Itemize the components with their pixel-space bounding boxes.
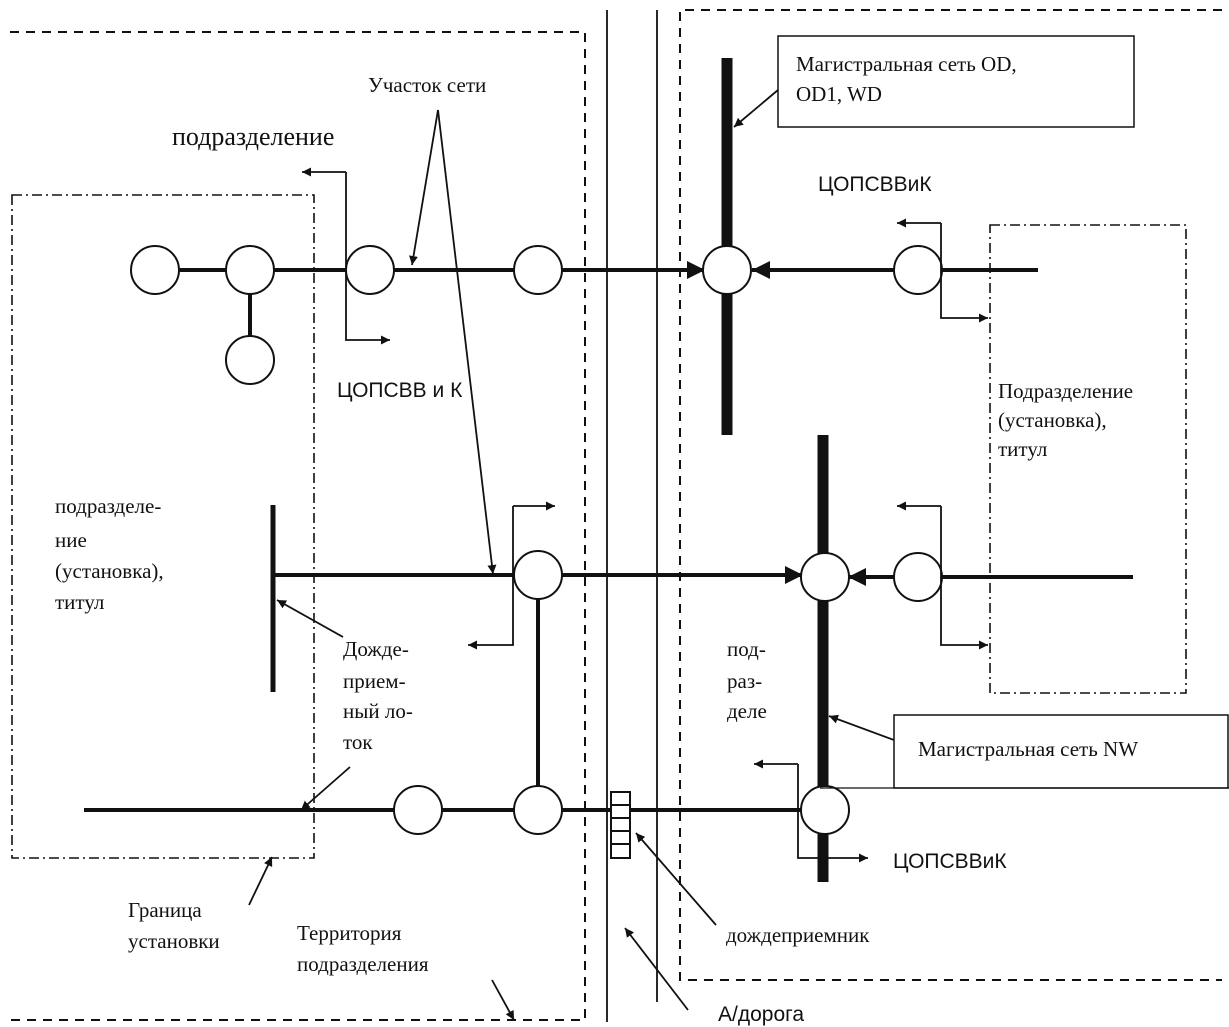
well-node <box>345 245 395 295</box>
pointer-arrow <box>828 714 895 741</box>
pointer-arrow <box>409 109 439 266</box>
label-subdivision-short-2: раз- <box>727 669 762 693</box>
rain-inlet <box>610 791 631 859</box>
label-rain-tray-3: ный ло- <box>343 699 413 723</box>
label-rain-inlet: дождеприемник <box>726 923 870 947</box>
label-road: А/дорога <box>718 1003 804 1026</box>
label-subdivision-right-1: Подразделение <box>998 379 1133 403</box>
pointer-arrow <box>300 766 351 811</box>
well-node <box>702 245 752 295</box>
territory-boundary-left <box>10 31 586 1021</box>
label-main-nw: Магистральная сеть NW <box>918 737 1138 761</box>
label-main-od-line2: OD1, WD <box>796 82 882 106</box>
boundary-mark-1 <box>302 167 390 345</box>
label-installation-boundary-1: Граница <box>128 898 202 922</box>
well-node <box>393 785 443 835</box>
well-node <box>893 245 943 295</box>
well-node <box>225 245 275 295</box>
label-network-section: Участок сети <box>368 73 486 97</box>
pointer-arrow <box>437 109 497 575</box>
boundary-mark-3 <box>468 501 555 650</box>
label-installation-boundary-2: установки <box>128 929 220 953</box>
label-subdivision-left-4: титул <box>55 590 104 614</box>
label-subdivision-top: подразделение <box>172 122 334 151</box>
label-rain-tray-1: Дожде- <box>343 637 409 661</box>
pointer-arrow <box>491 979 515 1021</box>
territory-boundary-right <box>679 9 1222 981</box>
main-network-od-box <box>777 35 1135 128</box>
well-node <box>130 245 180 295</box>
boundary-mark-5 <box>754 759 868 863</box>
pointer-arrow <box>276 599 344 638</box>
well-node <box>513 785 563 835</box>
label-subdivision-right-2: (установка), <box>998 408 1107 432</box>
installation-boundary-left <box>11 194 315 859</box>
label-subdivision-left-3: (установка), <box>55 559 164 583</box>
well-node <box>225 335 275 385</box>
well-node <box>513 550 563 600</box>
label-subdivision-short-1: под- <box>727 637 766 661</box>
pointer-arrow <box>248 856 273 906</box>
pointer-arrow <box>624 927 689 1011</box>
label-subdivision-right-3: титул <box>998 437 1047 461</box>
label-tsopsvv-i-k: ЦОПСВВ и К <box>337 379 463 402</box>
label-subdivision-short-3: деле <box>727 699 767 723</box>
boundary-mark-2 <box>897 218 988 323</box>
boundary-mark-4 <box>897 501 988 650</box>
label-tsopsvvik-bottom: ЦОПСВВиК <box>893 850 1007 873</box>
pointer-arrow <box>733 89 779 128</box>
label-subdivision-left-2: ние <box>55 528 87 552</box>
well-node <box>800 785 850 835</box>
well-node <box>800 552 850 602</box>
label-rain-tray-4: ток <box>343 730 373 754</box>
label-subdivision-left-1: подразделе- <box>55 494 161 518</box>
pointer-arrow <box>635 832 717 926</box>
label-territory-1: Территория <box>297 921 402 945</box>
well-node <box>893 552 943 602</box>
installation-boundary-right <box>989 224 1187 694</box>
label-main-od-line1: Магистральная сеть OD, <box>796 52 1017 76</box>
label-territory-2: подразделения <box>297 952 429 976</box>
label-tsopsvvik-top: ЦОПСВВиК <box>818 173 932 196</box>
well-node <box>513 245 563 295</box>
label-rain-tray-2: прием- <box>343 669 406 693</box>
